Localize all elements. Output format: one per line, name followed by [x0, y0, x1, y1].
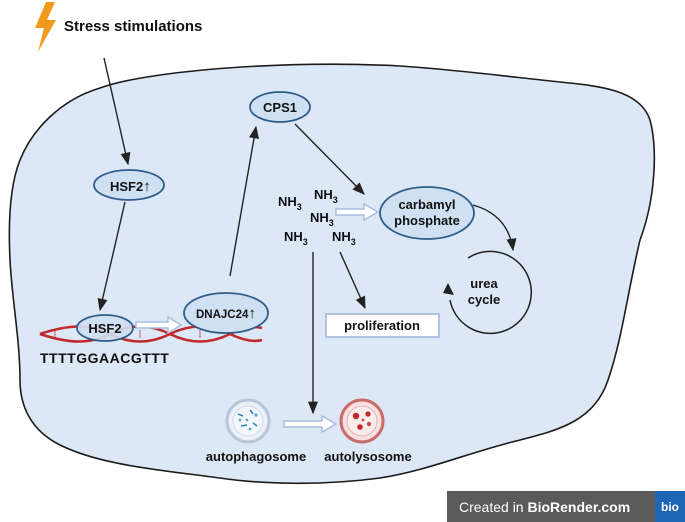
badge-brand: BioRender.com	[527, 498, 631, 515]
arrow-hsf2-to-dna	[97, 201, 126, 312]
carbamyl-phosphate-node	[379, 186, 475, 240]
biorender-badge[interactable]: Created in BioRender.com bio	[447, 491, 685, 522]
arrow-carbamyl-to-urea	[472, 204, 517, 252]
up-arrow-icon: ↑	[248, 305, 256, 322]
ammonia-cluster: NH3 NH3 NH3 NH3 NH3	[278, 187, 356, 247]
hsf2-node	[93, 169, 165, 201]
svg-text:HSF2↑: HSF2↑	[110, 178, 151, 195]
dnajc24-label: DNAJC24	[196, 309, 249, 321]
biorender-logo-icon: bio	[655, 491, 685, 522]
ammonia-1: NH3	[278, 194, 302, 212]
badge-prefix: Created in	[459, 498, 524, 515]
autolysosome-icon	[339, 398, 385, 444]
lightning-bolt-icon	[35, 2, 56, 52]
dna-rungs	[54, 330, 201, 338]
ammonia-3: NH3	[310, 210, 334, 228]
urea-cycle-ring	[449, 250, 533, 335]
arrow-cps1-to-carbamyl	[294, 123, 365, 195]
proliferation-box	[325, 313, 440, 338]
autophagosome-label: autophagosome	[206, 449, 306, 464]
arrow-stress-to-hsf2	[103, 57, 131, 166]
up-arrow-icon: ↑	[143, 178, 151, 195]
autolysosome-label: autolysosome	[324, 449, 411, 464]
hsf2-label: HSF2	[110, 179, 143, 194]
carbamyl-label-line2: phosphate	[394, 213, 460, 228]
cps1-label: CPS1	[263, 100, 297, 115]
hollow-arrow-autophagosome-to-autolysosome	[283, 414, 338, 434]
cps1-node	[249, 91, 311, 123]
autophagosome-icon	[225, 398, 271, 444]
proliferation-label: proliferation	[344, 318, 420, 333]
dna-sequence: TTTTGGAACGTTT	[40, 350, 169, 366]
hsf2-dna-node	[76, 314, 134, 342]
arrow-dnajc24-to-cps1	[229, 125, 260, 277]
dnajc24-node	[183, 292, 269, 334]
carbamyl-label-line1: carbamyl	[398, 197, 455, 212]
urea-label-line1: urea	[470, 276, 498, 291]
cell-membrane	[8, 63, 656, 485]
badge-text: Created in BioRender.com	[447, 499, 655, 515]
hollow-arrow-hsf2-to-dnajc24	[135, 315, 183, 335]
svg-text:DNAJC24↑: DNAJC24↑	[196, 305, 256, 322]
hollow-arrow-ammonia-to-carbamyl	[335, 202, 380, 222]
ammonia-2: NH3	[314, 187, 338, 205]
ammonia-5: NH3	[332, 229, 356, 247]
ammonia-4: NH3	[284, 229, 308, 247]
hsf2-dna-label: HSF2	[88, 321, 121, 336]
urea-cycle-arrowhead	[443, 283, 454, 295]
stress-title: Stress stimulations	[64, 18, 202, 35]
arrow-ammonia-to-proliferation	[339, 251, 366, 310]
urea-label-line2: cycle	[468, 292, 501, 307]
